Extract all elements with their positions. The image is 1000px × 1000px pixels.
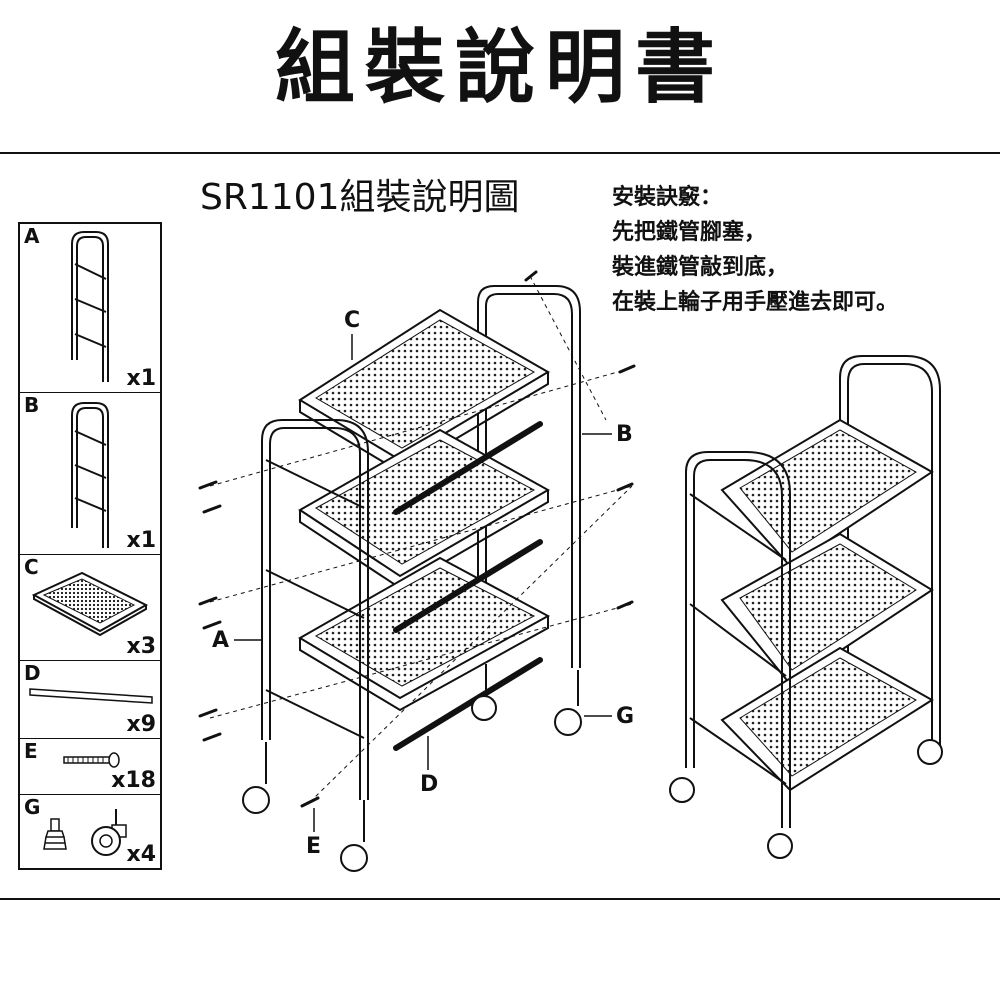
crossbars-d	[393, 421, 543, 751]
assembled-shelf	[720, 646, 934, 792]
shelf-middle	[298, 428, 551, 590]
part-quantity: x9	[126, 712, 157, 737]
callout-leaders	[234, 334, 612, 832]
callout-e: E	[306, 834, 322, 859]
tips-heading: 安裝訣竅：	[612, 185, 723, 210]
part-cell-c: C x3	[20, 554, 160, 660]
parts-list: A x1 B x1 C x3	[18, 222, 162, 870]
assembled-shelf	[720, 532, 934, 686]
assembled-view	[669, 355, 943, 859]
callout-a: A	[212, 628, 230, 653]
bottom-divider	[0, 898, 1000, 900]
callout-g: G	[616, 704, 635, 729]
tip-line: 在裝上輪子用手壓進去即可。	[612, 290, 899, 315]
caster-wheel-illustration	[43, 809, 127, 856]
part-cell-d: D x9	[20, 660, 160, 738]
part-letter: B	[24, 393, 40, 417]
shelf-tray-illustration	[31, 571, 149, 637]
screw-illustration	[63, 752, 120, 768]
callout-d: D	[420, 772, 439, 797]
frame-b-illustration	[71, 402, 109, 548]
assembled-shelf	[720, 418, 934, 568]
tip-line: 裝進鐵管敲到底，	[612, 255, 789, 280]
part-cell-e: E x18	[20, 738, 160, 794]
part-cell-a: A x1	[20, 224, 160, 392]
part-quantity: x3	[126, 634, 157, 659]
part-letter: C	[24, 555, 39, 579]
exploded-view	[198, 270, 636, 872]
diagram-title: SR1101組裝說明圖	[200, 177, 520, 218]
tip-line: 先把鐵管腳塞，	[612, 220, 767, 245]
part-letter: A	[24, 224, 40, 248]
assembly-tips: 安裝訣竅： 先把鐵管腳塞， 裝進鐵管敲到底， 在裝上輪子用手壓進去即可。	[612, 180, 898, 320]
shelf-bottom	[298, 556, 551, 712]
part-quantity: x1	[126, 528, 157, 553]
part-cell-b: B x1	[20, 392, 160, 554]
screw-guides	[209, 275, 633, 803]
part-letter: D	[24, 661, 41, 685]
page-title: 組裝說明書	[275, 21, 725, 114]
part-letter: G	[24, 795, 41, 819]
part-cell-g: G x4	[20, 794, 160, 868]
part-letter: E	[24, 739, 38, 763]
casters-g	[242, 664, 582, 872]
part-quantity: x4	[126, 842, 157, 867]
part-quantity: x18	[111, 768, 156, 793]
callout-b: B	[616, 422, 633, 447]
screws-e	[198, 270, 636, 808]
part-quantity: x1	[126, 366, 157, 391]
callout-c: C	[344, 308, 361, 333]
top-divider	[0, 152, 1000, 154]
crossbar-tube-illustration	[29, 688, 153, 704]
back-frame-b	[477, 285, 581, 668]
frame-a-illustration	[71, 231, 109, 382]
